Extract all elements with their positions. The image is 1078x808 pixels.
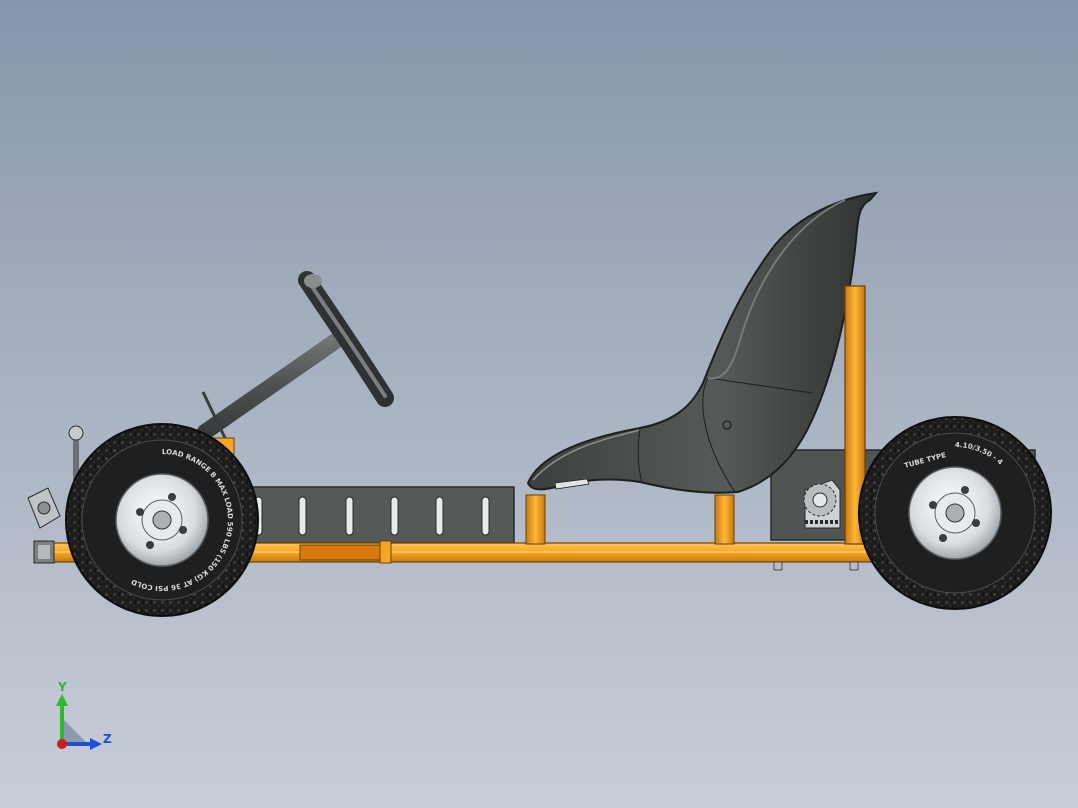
z-axis-label: Z: [103, 732, 112, 746]
seat[interactable]: [526, 191, 879, 494]
steering-assembly[interactable]: [197, 271, 394, 440]
front-wheel[interactable]: LOAD RANGE B MAX LOAD 590 LBS (150 KG) A…: [65, 423, 259, 617]
rear-wheel[interactable]: 4.10/3.50 - 4 TUBE TYPE: [858, 416, 1052, 610]
side-panel-front: [231, 486, 515, 544]
drive-sprocket[interactable]: [803, 479, 841, 529]
orientation-triad: Y Z: [40, 680, 130, 760]
y-axis-label: Y: [58, 680, 67, 694]
origin-point: [57, 739, 67, 749]
triad-plane: [62, 718, 90, 746]
